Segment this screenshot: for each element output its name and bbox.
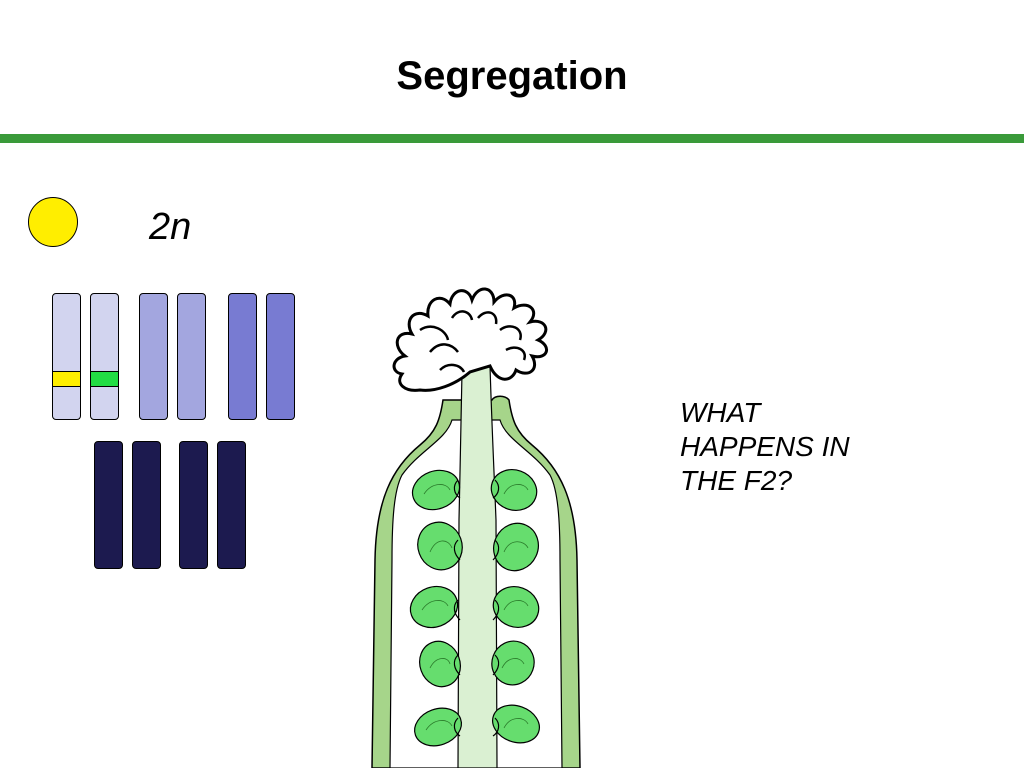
ovule	[492, 586, 540, 628]
chromosome-pair-2-right	[177, 293, 206, 420]
stigma	[392, 287, 548, 392]
ovules-left	[409, 469, 463, 747]
chromosome-pair-3-left	[228, 293, 257, 420]
question-line-2: HAPPENS IN	[680, 431, 850, 462]
ovule	[409, 585, 459, 629]
chromosome-pair-4-right	[132, 441, 161, 569]
yellow-seed	[28, 197, 78, 247]
ploidy-label: 2n	[149, 206, 192, 248]
ovule	[490, 469, 538, 511]
slide-title: Segregation	[396, 54, 628, 98]
ovule	[492, 704, 540, 744]
chromosome-pair-2-left	[139, 293, 168, 420]
ovule	[491, 640, 535, 686]
embryo-sacs	[421, 484, 529, 731]
chromosome-pair-4-left	[94, 441, 123, 569]
style-column	[457, 365, 498, 768]
stigma-lobes	[419, 310, 527, 373]
ovules-right	[490, 469, 540, 744]
ovule	[419, 640, 461, 688]
funiculi	[453, 479, 500, 737]
question-line-1: WHAT	[680, 397, 761, 428]
chromosome-pair-3-right	[266, 293, 295, 420]
ovule	[414, 707, 462, 747]
question-line-3: THE F2?	[680, 465, 793, 496]
chromosome-pair-5-right	[217, 441, 246, 569]
title-divider	[0, 134, 1024, 143]
allele-band-yellow	[53, 371, 80, 387]
ovule	[417, 521, 463, 571]
question-text: WHAT HAPPENS IN THE F2?	[680, 396, 910, 498]
ovule	[411, 469, 461, 511]
allele-band-green	[91, 371, 118, 387]
ovule	[493, 522, 539, 572]
pistil-illustration	[371, 287, 581, 768]
chromosome-pair-1-right	[90, 293, 119, 420]
chromosome-pair-5-left	[179, 441, 208, 569]
chromosome-pair-1-left	[52, 293, 81, 420]
